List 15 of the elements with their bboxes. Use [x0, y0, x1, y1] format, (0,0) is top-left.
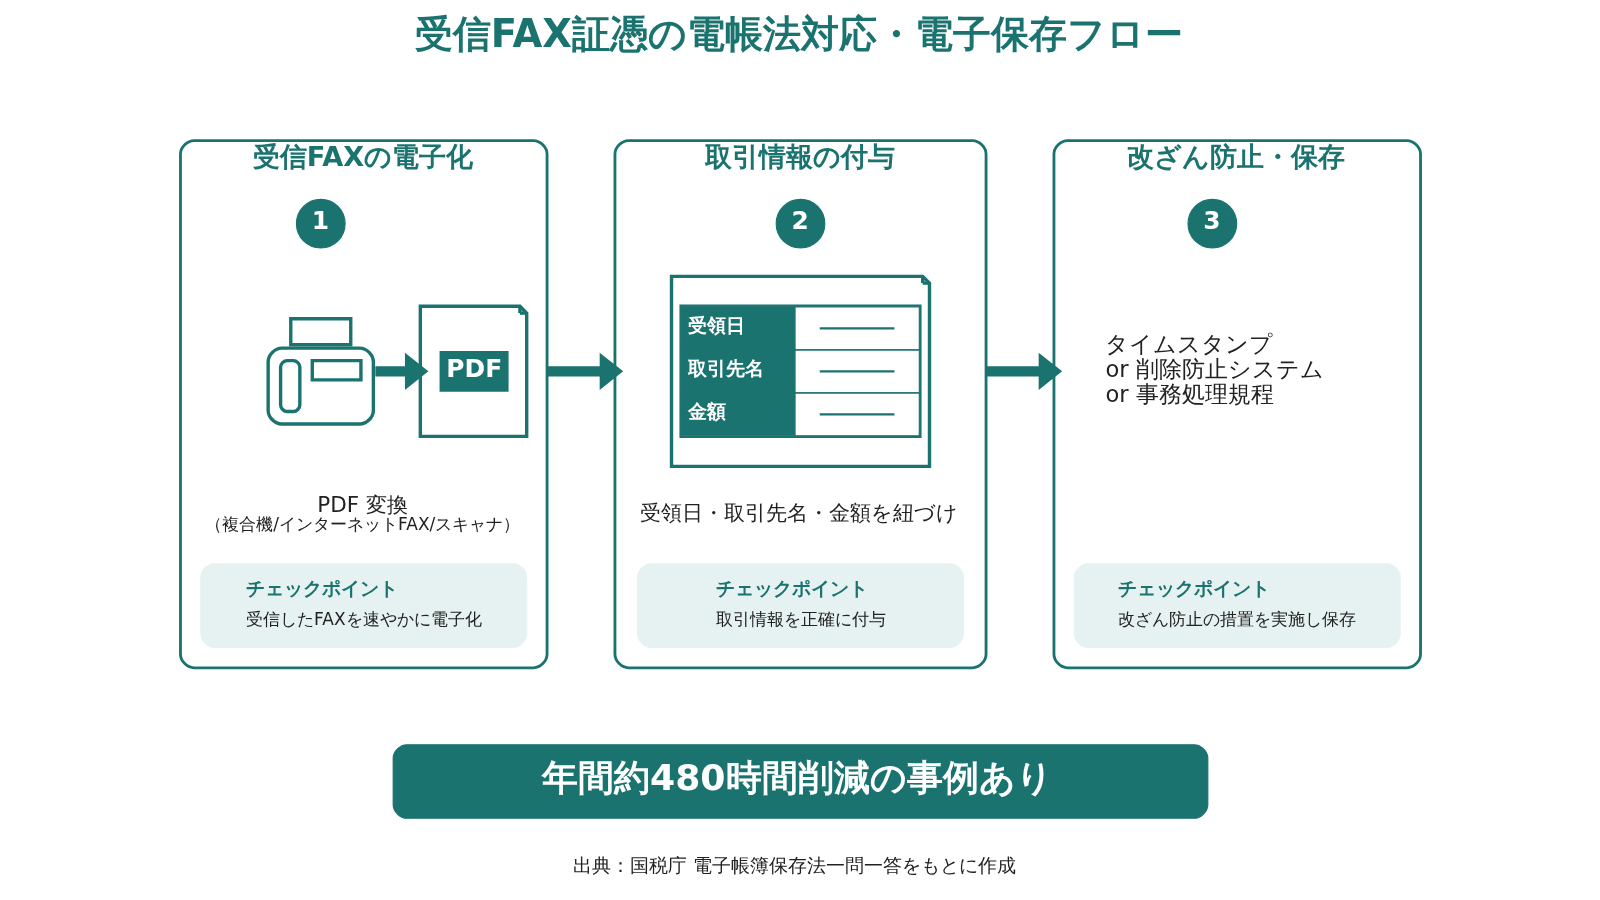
label: タイムスタンプ or 削除防止システム or 事務処理規程 — [1104, 331, 1324, 407]
arrow — [374, 352, 428, 390]
node-circle: 1 — [295, 198, 346, 249]
node-box: チェックポイント 受信したFAXを速やかに電子化 — [199, 563, 527, 648]
node-box: チェックポイント 改ざん防止の措置を実施し保存 — [1073, 563, 1401, 648]
diagram-title: 受信FAX証憑の電帳法対応・電子保存フロー — [414, 10, 1183, 56]
arrow — [546, 352, 623, 390]
node-box: 年間約480時間削減の事例あり — [392, 744, 1208, 819]
caption: 出典：国税庁 電子帳簿保存法一問一答をもとに作成 — [572, 853, 1016, 877]
node-circle: 3 — [1186, 198, 1237, 249]
node-label: PDF 変換 — [316, 491, 408, 517]
node-circle: 2 — [775, 198, 825, 249]
arrow — [985, 352, 1062, 390]
node-box: チェックポイント 取引情報を正確に付与 — [636, 563, 964, 648]
node-label: 受領日・取引先名・金額を紐づけ — [639, 500, 958, 526]
